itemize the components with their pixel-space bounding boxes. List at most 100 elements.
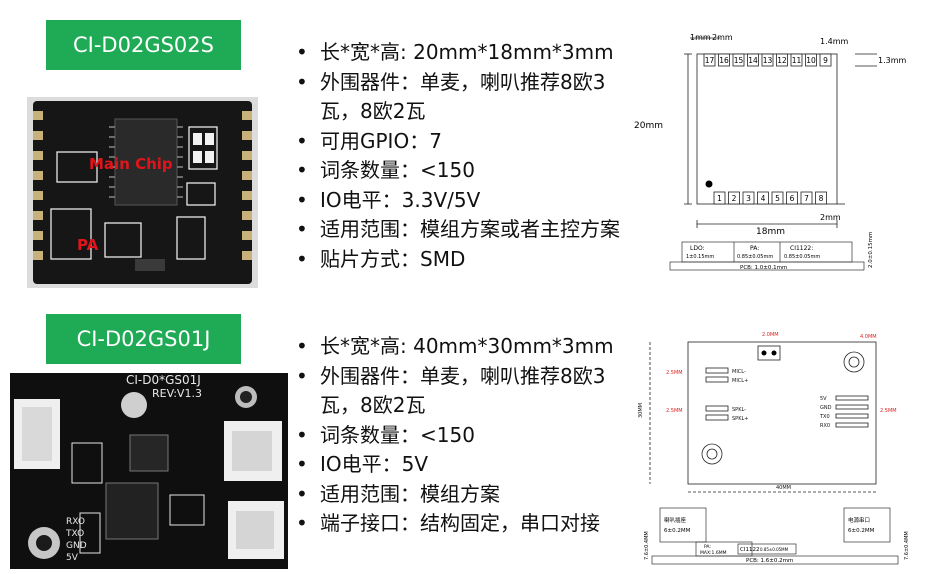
dim-1mm: 1mm: [690, 33, 711, 42]
pin-pad-3-label: 3: [746, 194, 751, 203]
dim-20mm: 20mm: [634, 121, 663, 131]
ci-thickness-label: CI1122:: [790, 245, 813, 252]
pin-gnd: GND: [66, 541, 87, 551]
dim-height: 30MM: [638, 403, 644, 418]
dim-small-left: 2.5MM: [666, 370, 683, 376]
total-thickness: 2.0±0.15mm: [868, 232, 874, 268]
pin-pad-9: [819, 53, 832, 67]
speaker-socket-label: 喇叭插座: [664, 516, 687, 524]
spec-io-level: IO电平：3.3V/5V: [288, 186, 638, 216]
module-photo-1: Main Chip PA: [27, 97, 258, 288]
dim-2mm-bottom: 2mm: [820, 213, 841, 222]
pin-pad-4: [757, 191, 769, 205]
pin-pad-14-label: 14: [748, 56, 758, 65]
dim-1-4mm: 1.4mm: [820, 37, 849, 46]
dim-small-right: 2.5MM: [880, 408, 897, 414]
pin-pad-5: [771, 191, 784, 205]
pin-pad-7-label: 7: [804, 194, 809, 203]
pin-pad-6-label: 6: [790, 194, 795, 203]
pin-pad-12-label: 12: [777, 56, 787, 65]
pin-pad-6: [786, 191, 798, 205]
dim-top: 2.0MM: [762, 332, 779, 338]
spec-io-level: IO电平：5V: [288, 450, 638, 480]
spec-size: 长*宽*高: 20mm*18mm*3mm: [288, 38, 638, 68]
module-photo-2: CI-D0*GS01J REV:V1.3 RXO TXO GND 5V: [10, 373, 288, 569]
pa-thickness-value: 0.85±0.05mm: [737, 254, 773, 260]
pin-rx-label: RX0: [820, 423, 830, 429]
pa-height-label: PA:: [704, 544, 711, 550]
pin-pad-13-label: 13: [763, 56, 773, 65]
pin-5v-label: 5V: [820, 396, 827, 402]
board-silk-name: CI-D0*GS01J: [126, 373, 201, 387]
pin-pad-2: [728, 191, 740, 205]
pin-pad-16: [718, 53, 730, 67]
pa-label: PA: [77, 236, 99, 254]
pcb-height: PCB: 1.6±0.2mm: [746, 558, 793, 564]
pin-pad-16-label: 16: [719, 56, 729, 65]
spec-peripherals: 外围器件：单麦，喇叭推荐8欧3瓦，8欧2瓦: [288, 362, 638, 421]
pin-5v: 5V: [66, 553, 78, 563]
pcb-thickness: PCB: 1.0±0.1mm: [740, 265, 787, 271]
spec-peripherals: 外围器件：单麦，喇叭推荐8欧3瓦，8欧2瓦: [288, 68, 638, 127]
spec-scope: 适用范围：模组方案或者主控方案: [288, 215, 638, 245]
dim-18mm: 18mm: [756, 227, 785, 237]
mic-minus-label: MICL-: [732, 369, 746, 375]
spec-scope: 适用范围：模组方案: [288, 480, 638, 510]
ci-thickness-value: 0.85±0.05mm: [784, 254, 820, 260]
pin-pad-11-label: 11: [792, 56, 802, 65]
mic-plus-label: MICL+: [732, 378, 748, 384]
spec-connector: 端子接口：结构固定，串口对接: [288, 509, 638, 539]
module-board-image-1: [27, 97, 258, 288]
module-spec-list-1: 长*宽*高: 20mm*18mm*3mm 外围器件：单麦，喇叭推荐8欧3瓦，8欧…: [288, 38, 638, 274]
pin-pad-10-label: 10: [806, 56, 816, 65]
ldo-label: LDO:: [690, 245, 705, 252]
dim-right-hole: 4.0MM: [860, 334, 877, 340]
pin-pad-15: [732, 53, 745, 67]
module-name-badge-2: CI-D02GS01J: [46, 314, 241, 364]
spec-mount: 贴片方式：SMD: [288, 245, 638, 275]
pin-pad-15-label: 15: [734, 56, 744, 65]
main-chip-label: Main Chip: [89, 155, 173, 173]
spec-entries: 词条数量：<150: [288, 421, 638, 451]
pin-pad-4-label: 4: [761, 194, 766, 203]
pin-pad-8: [815, 191, 827, 205]
pin-pad-17: [703, 53, 716, 67]
pin-pad-2-label: 2: [732, 194, 737, 203]
module-board-image-2: [10, 373, 288, 569]
pin-pad-9-label: 9: [823, 56, 828, 65]
pin-pad-11: [790, 53, 803, 67]
pin-pad-17-label: 17: [705, 56, 715, 65]
dim-2mm-top: 2mm: [712, 33, 733, 42]
module-name-badge-1: CI-D02GS02S: [46, 20, 241, 70]
speaker-socket-value: 6±0.2MM: [664, 528, 691, 534]
spec-size: 长*宽*高: 40mm*30mm*3mm: [288, 332, 638, 362]
top-pin-row: 17 16 15 14 13 12 11 10 9: [703, 53, 832, 67]
pin-gnd-label: GND: [820, 405, 832, 411]
pin-pad-12: [776, 53, 788, 67]
dim-1-3mm: 1.3mm: [878, 56, 907, 65]
pin-pad-10: [805, 53, 817, 67]
ci-height-value: 0.85±0.05MM: [760, 547, 789, 552]
board-silk-rev: REV:V1.3: [152, 387, 202, 400]
pin-pad-1-label: 1: [717, 194, 722, 203]
dim-small-left-2: 2.5MM: [666, 408, 683, 414]
thickness-right: 7.6±0.4MM: [904, 531, 910, 560]
ci-height-label: CI1122: [740, 547, 759, 553]
dim-width: 40MM: [776, 485, 791, 491]
module-drawing-2: 2.0MM 4.0MM 2.5MM 2.5MM 2.5MM MICL- MICL…: [638, 332, 910, 565]
pin-tx-label: TX0: [819, 414, 830, 420]
pin-pad-5-label: 5: [775, 194, 780, 203]
pin-pad-13: [761, 53, 774, 67]
power-port-value: 6±0.2MM: [848, 528, 875, 534]
pin-pad-14: [747, 53, 759, 67]
ldo-value: 1±0.15mm: [686, 254, 714, 260]
pin-pad-1: [713, 191, 726, 205]
pa-height-value: MAX:1.6MM: [700, 550, 727, 556]
pin-pad-7: [800, 191, 813, 205]
thickness-left: 7.6±0.4MM: [644, 531, 650, 560]
pin-pad-3: [742, 191, 755, 205]
module-spec-list-2: 长*宽*高: 40mm*30mm*3mm 外围器件：单麦，喇叭推荐8欧3瓦，8欧…: [288, 332, 638, 539]
pin1-dot: [705, 180, 713, 188]
